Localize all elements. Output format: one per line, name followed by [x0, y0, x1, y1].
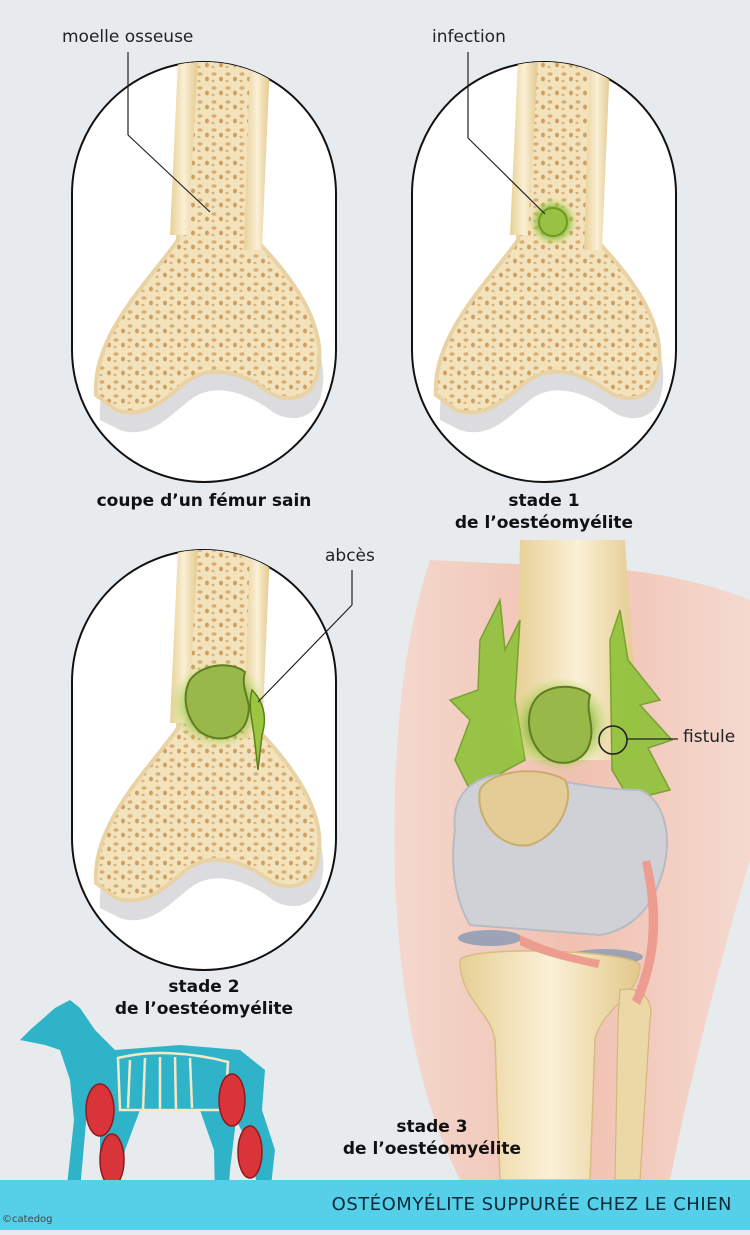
knee-stage-3-illustration — [394, 540, 750, 1181]
caption-stage-3-line-1: stade 3 — [396, 1117, 468, 1137]
panel-stage-1 — [411, 52, 677, 483]
caption-stage-1: stade 1 de l’oestéomyélite — [412, 490, 676, 534]
caption-stage-2-line-1: stade 2 — [168, 977, 240, 997]
panel-healthy-femur — [71, 52, 337, 483]
label-abscess: abcès — [325, 546, 375, 566]
label-infection: infection — [432, 27, 506, 47]
caption-stage-2: stade 2 de l’oestéomyélite — [72, 976, 336, 1020]
title-banner: OSTÉOMYÉLITE SUPPURÉE CHEZ LE CHIEN — [0, 1180, 750, 1230]
caption-stage-3: stade 3 de l’oestéomyélite — [300, 1116, 564, 1160]
caption-stage-1-line-2: de l’oestéomyélite — [454, 513, 634, 533]
caption-healthy-text: coupe d’un fémur sain — [96, 491, 312, 511]
label-marrow: moelle osseuse — [62, 27, 194, 47]
credit-text: ©catedog — [2, 1214, 53, 1225]
caption-stage-3-line-2: de l’oestéomyélite — [342, 1139, 522, 1159]
label-fistula: fistule — [683, 727, 736, 747]
caption-stage-2-line-2: de l’oestéomyélite — [114, 999, 294, 1019]
panel-stage-2 — [71, 549, 353, 971]
dog-skeleton-illustration — [20, 1000, 275, 1200]
banner-title: OSTÉOMYÉLITE SUPPURÉE CHEZ LE CHIEN — [331, 1194, 732, 1215]
caption-healthy-femur: coupe d’un fémur sain — [72, 490, 336, 512]
caption-stage-1-line-1: stade 1 — [508, 491, 580, 511]
